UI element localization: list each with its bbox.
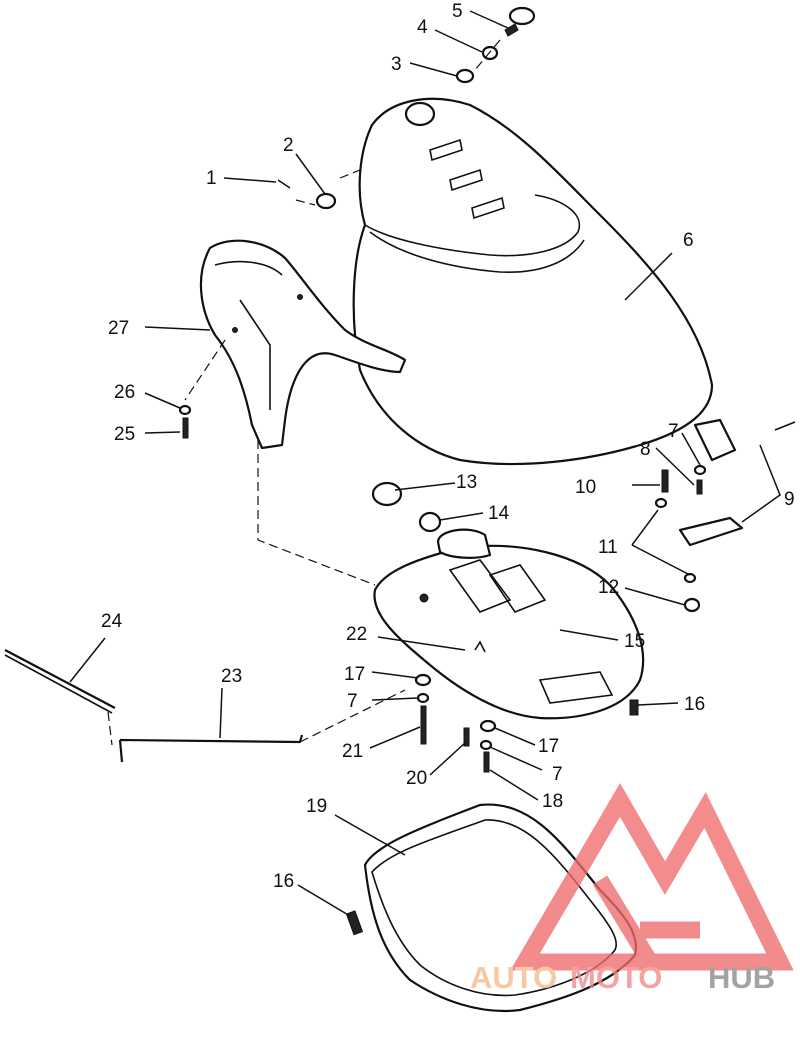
rod-24-part xyxy=(4,649,116,714)
callout-20: 20 xyxy=(406,768,427,789)
callout-3: 3 xyxy=(391,54,402,75)
callout-18: 18 xyxy=(542,791,563,812)
callout-1: 1 xyxy=(206,168,217,189)
assembly-lines xyxy=(107,39,501,746)
callout-2: 2 xyxy=(283,135,294,156)
callout-25: 25 xyxy=(114,424,135,445)
callout-7c: 7 xyxy=(552,764,563,785)
seat-part xyxy=(352,97,714,466)
callout-13: 13 xyxy=(456,472,477,493)
callout-5: 5 xyxy=(452,1,463,22)
callout-6: 6 xyxy=(683,230,694,251)
callout-11: 11 xyxy=(598,537,618,558)
callout-4: 4 xyxy=(417,17,428,38)
callout-19: 19 xyxy=(306,796,327,817)
callout-24: 24 xyxy=(101,611,123,632)
callout-15: 15 xyxy=(624,631,645,652)
hardware-parts xyxy=(178,6,796,936)
callout-16b: 16 xyxy=(273,871,294,892)
watermark-text-moto: MOTO xyxy=(570,960,662,995)
callout-8: 8 xyxy=(640,439,651,460)
callout-7b: 7 xyxy=(347,691,358,712)
watermark-text-hub: HUB xyxy=(708,960,775,995)
watermark-logo: AUTO MOTO HUB xyxy=(470,783,794,995)
watermark-triangle-icon xyxy=(510,783,794,971)
callout-26: 26 xyxy=(114,382,135,403)
callout-17b: 17 xyxy=(538,736,559,757)
callout-7a: 7 xyxy=(668,421,679,442)
callout-9: 9 xyxy=(784,489,795,510)
callout-22: 22 xyxy=(346,624,367,645)
callout-labels: 1 2 3 4 5 6 7 7 7 8 9 10 11 12 13 14 15 … xyxy=(101,1,795,892)
side-cover-part xyxy=(199,239,407,450)
callout-16a: 16 xyxy=(684,694,705,715)
callout-12: 12 xyxy=(598,577,619,598)
fuel-tank-part xyxy=(373,528,645,720)
watermark-text-auto: AUTO xyxy=(470,960,557,995)
callout-14: 14 xyxy=(488,503,510,524)
leader-lines xyxy=(69,10,781,917)
callout-21: 21 xyxy=(342,741,363,762)
rod-23-part xyxy=(118,734,304,763)
callout-17a: 17 xyxy=(344,664,365,685)
callout-10: 10 xyxy=(575,477,596,498)
callout-23: 23 xyxy=(221,666,242,687)
callout-27: 27 xyxy=(108,318,129,339)
